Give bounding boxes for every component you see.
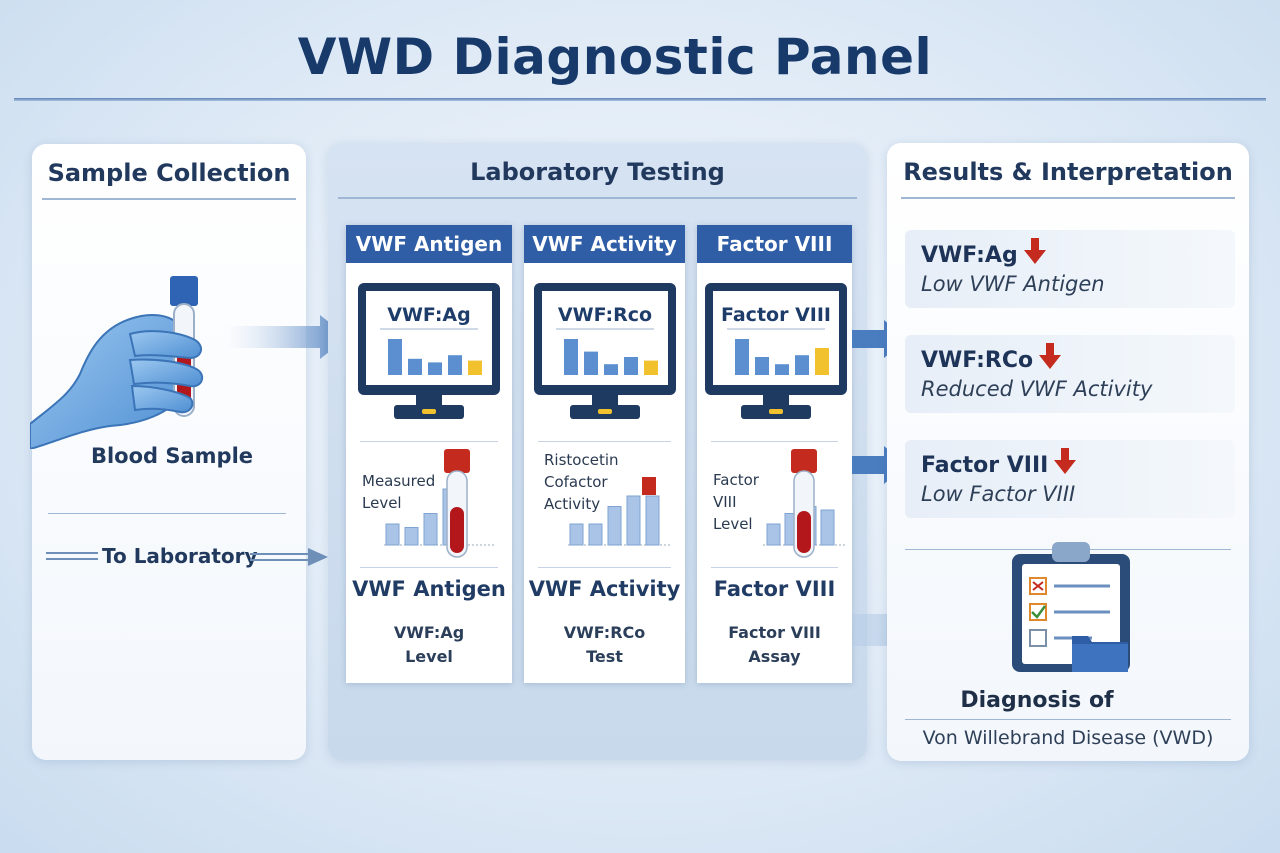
- mini-bar-glyph: [588, 523, 603, 546]
- gloved-hand-icon: [30, 276, 204, 449]
- monitor-label: VWF:Ag: [387, 304, 471, 326]
- result-title: VWF:RCo: [921, 343, 1062, 373]
- sample-collection-heading: Sample Collection: [47, 159, 291, 187]
- mini-bar-glyph: [820, 509, 835, 546]
- lab-heading-rule: [338, 197, 857, 199]
- column-divider-lower: [711, 567, 838, 568]
- result-description: Low Factor VIII: [921, 482, 1076, 506]
- results-bottom-rule: [905, 719, 1231, 720]
- results-heading-rule: [901, 197, 1235, 199]
- page-title: VWD Diagnostic Panel: [297, 28, 933, 86]
- monitor-bar-glyph: [624, 357, 638, 375]
- column-header: Factor VIII: [697, 225, 852, 263]
- monitor-icon: VWF:Rco: [534, 283, 676, 419]
- down-arrow-icon: [1039, 343, 1062, 369]
- monitor-bar-glyph: [448, 355, 462, 375]
- title-divider: [14, 98, 1266, 101]
- result-title: VWF:Ag: [921, 238, 1046, 268]
- mini-bar-glyph: [626, 495, 641, 546]
- monitor-bar-glyph: [644, 360, 658, 375]
- column-header: VWF Activity: [524, 225, 685, 263]
- monitor-label: VWF:Rco: [558, 304, 652, 326]
- monitor-bar-glyph: [795, 355, 809, 375]
- monitor-label: Factor VIII: [721, 304, 831, 326]
- monitor-bar-glyph: [815, 348, 829, 375]
- blood-sample-label: Blood Sample: [90, 444, 254, 468]
- monitor-icon: Factor VIII: [705, 283, 847, 419]
- monitor-bar-glyph: [604, 364, 618, 375]
- clipboard-icon: [1012, 542, 1130, 672]
- mini-bar-glyph: [607, 506, 622, 546]
- result-title: Factor VIII: [921, 448, 1077, 478]
- to-laboratory-label: To Laboratory: [102, 544, 258, 568]
- column-test-name: VWF Activity: [528, 577, 681, 601]
- column-divider: [538, 441, 671, 442]
- mini-chart-with-tube-icon: [763, 449, 845, 558]
- sample-heading-rule: [42, 198, 296, 200]
- monitor-bar-glyph: [735, 339, 749, 375]
- monitor-icon: VWF:Ag: [358, 283, 500, 419]
- laboratory-testing-heading: Laboratory Testing: [470, 158, 725, 186]
- mini-bar-glyph: [645, 495, 660, 546]
- mini-chart-icon: [568, 477, 672, 546]
- mini-bar-glyph: [569, 523, 584, 546]
- diagnosis-subtitle: Von Willebrand Disease (VWD): [922, 727, 1214, 749]
- result-card-vwf-ag: VWF:Ag Low VWF Antigen: [905, 230, 1235, 308]
- sample-to-lab-arrow-icon: [225, 315, 348, 359]
- result-card-factor-viii: Factor VIII Low Factor VIII: [905, 440, 1235, 518]
- sample-collection-panel: Sample Collection Blood Sample To Labora…: [30, 144, 306, 760]
- result-description: Low VWF Antigen: [921, 272, 1105, 296]
- lines-decoration-icon: [46, 552, 98, 560]
- mini-bar-glyph: [423, 513, 438, 546]
- diagnosis-title: Diagnosis of: [960, 688, 1114, 713]
- results-heading: Results & Interpretation: [903, 158, 1233, 186]
- result-card-vwf-rco: VWF:RCo Reduced VWF Activity: [905, 335, 1235, 413]
- monitor-bar-glyph: [775, 364, 789, 375]
- column-divider: [711, 441, 838, 442]
- column-header: VWF Antigen: [346, 225, 512, 263]
- down-arrow-icon: [1054, 448, 1077, 474]
- result-description: Reduced VWF Activity: [921, 377, 1153, 401]
- monitor-bar-glyph: [408, 358, 422, 375]
- monitor-bar-glyph: [755, 357, 769, 375]
- column-test-name: VWF Antigen: [352, 577, 506, 601]
- monitor-bar-glyph: [564, 339, 578, 375]
- monitor-bar-glyph: [468, 360, 482, 375]
- monitor-bar-glyph: [428, 362, 442, 375]
- to-laboratory-arrow-icon: [250, 548, 328, 566]
- mini-bar-glyph: [766, 523, 781, 546]
- column-divider-lower: [360, 567, 498, 568]
- column-divider-lower: [538, 567, 671, 568]
- mini-bar-glyph: [385, 523, 400, 546]
- column-test-name: Factor VIII: [713, 577, 836, 601]
- mini-bar-glyph: [404, 527, 419, 546]
- column-divider: [360, 441, 498, 442]
- mini-chart-with-tube-icon: [384, 449, 496, 558]
- monitor-bar-glyph: [388, 339, 402, 375]
- down-arrow-icon: [1023, 238, 1046, 264]
- sample-mid-rule: [48, 513, 286, 514]
- monitor-bar-glyph: [584, 351, 598, 375]
